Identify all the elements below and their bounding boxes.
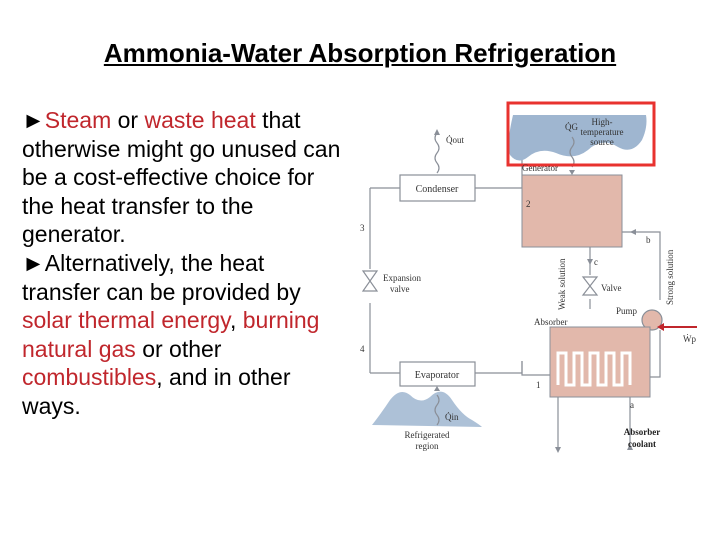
qin-wavy-arrow [434,394,440,426]
bullet-marker: ► [22,249,45,276]
bullet-marker: ► [22,107,45,133]
state-3-label: 3 [360,223,365,233]
strong-solution-label: Strong solution [665,249,675,305]
qout-wavy-arrow [434,132,440,174]
generator-label: Generator [522,163,558,173]
expansion-valve-label-2: valve [390,284,410,294]
condenser-label: Condenser [416,184,459,195]
coolant-label-2: coolant [628,439,656,449]
highlighted-text: waste heat [144,107,256,133]
evaporator-box [399,361,476,387]
coolant-label-1: Absorber [624,427,661,437]
state-1-label: 1 [536,380,541,390]
highlighted-text: combustibles [22,364,157,391]
qin-label: Q̇in [445,412,459,422]
work-arrow-icon [657,323,664,331]
qg-label: Q̇G [565,122,578,132]
refrigerated-label-1: Refrigerated [405,430,450,440]
bullet-text-segment: that otherwise might go unused can be a … [22,107,341,248]
source-highlight-box [506,101,656,167]
high-temperature-source [508,115,647,161]
state-4-label: 4 [360,344,365,354]
wp-label: Ẇp [683,334,696,344]
source-label-3: source [590,137,614,147]
absorber-label: Absorber [534,317,568,327]
state-a-label: a [630,400,634,410]
source-label-2: temperature [581,127,624,137]
refrigerated-label-2: region [416,441,439,451]
expansion-valve-icon [361,270,379,292]
slide-title: Ammonia-Water Absorption Refrigeration [103,38,617,68]
highlighted-text: solar thermal energy [22,307,230,334]
qout-label: Q̇out [446,135,464,145]
state-c-label: c [594,257,598,267]
state-b-label: b [646,235,651,245]
bullet-1: ►Steam or waste heat that otherwise migh… [22,106,342,249]
valve-label: Valve [601,283,622,293]
solution-valve-icon [581,276,599,296]
bullet-text-segment: , [229,307,243,334]
absorber-coil [556,351,632,387]
highlighted-text: Steam [44,107,112,133]
evaporator-label: Evaporator [415,370,460,381]
weak-solution-label: Weak solution [557,258,567,310]
bullet-text-segment: Alternatively, the heat transfer can be … [22,249,301,305]
absorption-diagram: Condenser Q̇out Expansion valve 3 4 Evap… [360,101,697,453]
bullet-text-segment: or other [135,335,222,362]
generator-box [521,174,623,248]
bullet-text: ►Steam or waste heat that otherwise migh… [22,106,342,421]
pump-icon [641,309,663,331]
source-label-1: High- [592,117,613,127]
bullet-text-segment: or [111,107,145,133]
highlighted-text: burning natural gas [22,307,320,362]
bullet-2: ►Alternatively, the heat transfer can be… [22,249,342,421]
state-2-label: 2 [526,199,531,209]
bullet-text-segment: , and in other ways. [22,364,291,419]
refrigerated-region [372,391,482,427]
pump-label: Pump [616,306,638,316]
expansion-valve-label-1: Expansion [383,273,421,283]
